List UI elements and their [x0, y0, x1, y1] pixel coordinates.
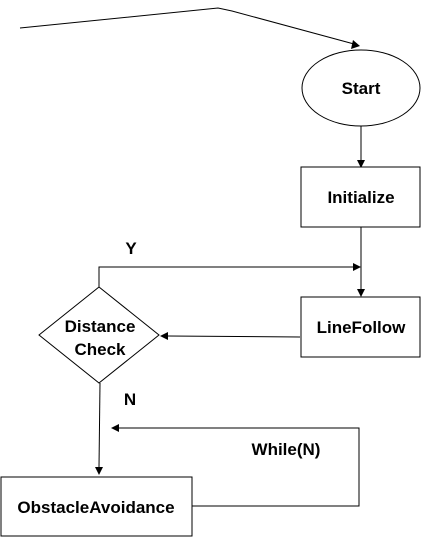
yes-branch-label: Y [125, 239, 137, 258]
linefollow-to-distancecheck-edge [167, 335, 301, 338]
yes-branch-edge [98, 266, 353, 287]
yes-branch-arrowhead [353, 263, 361, 271]
no-branch-label: N [124, 390, 136, 409]
initialize-node [300, 166, 421, 228]
no-branch-arrowhead [95, 467, 103, 475]
distance-check-label-line1: Distance [65, 317, 136, 336]
start-node-label: Start [342, 79, 381, 98]
entry-edge [19, 7, 355, 45]
initialize-to-linefollow-arrowhead [357, 289, 365, 297]
linefollow-node [300, 296, 421, 358]
distance-check-label-line2: Check [74, 340, 126, 359]
while-loop-label: While(N) [252, 440, 321, 459]
distance-check-node [38, 286, 160, 384]
start-to-initialize-arrowhead [357, 160, 365, 168]
linefollow-to-distancecheck-arrowhead [160, 332, 168, 340]
obstacle-avoidance-node-label: ObstacleAvoidance [17, 498, 174, 517]
obstacle-avoidance-node [0, 476, 193, 537]
while-loop-edge [119, 427, 360, 507]
initialize-node-label: Initialize [327, 188, 394, 207]
no-branch-edge [98, 382, 101, 468]
while-loop-arrowhead [111, 424, 119, 432]
entry-edge-arrowhead [351, 40, 360, 49]
linefollow-node-label: LineFollow [317, 318, 407, 337]
